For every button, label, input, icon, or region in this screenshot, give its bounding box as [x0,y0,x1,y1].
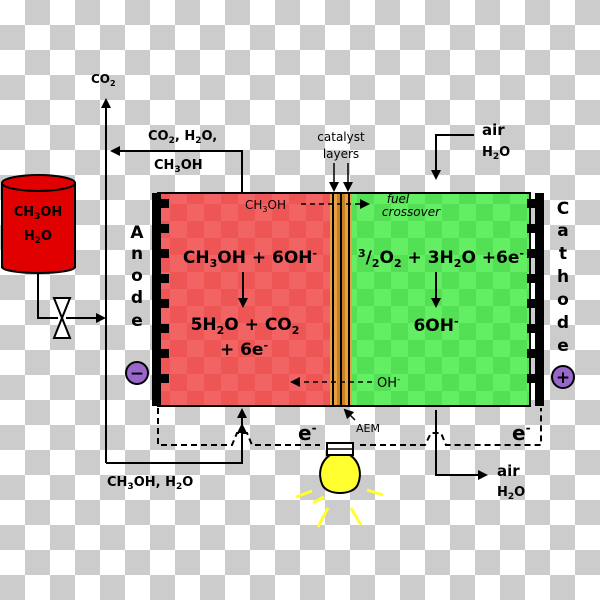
external-circuit-right [360,408,542,446]
air-in-label: air [482,121,505,139]
svg-text:o: o [557,290,569,310]
svg-text:C: C [557,199,569,219]
anode-electrode [152,193,169,406]
air-out-h2o-label: H2O [497,485,525,502]
external-circuit-left [157,408,320,446]
anode-rxn-2: 5H2O + CO2 [191,315,300,337]
electron-left-label: e- [298,421,317,445]
cathode-rxn-1: 3/2O2 + 3H2O +6e- [358,247,524,270]
cathode-rxn-2: 6OH- [413,315,458,336]
positive-terminal: + [551,365,575,389]
air-out-arrow [435,410,488,480]
fuel-label: fuel [387,192,410,206]
anode-word: A n o d e [130,223,144,331]
svg-text:d: d [131,288,143,308]
cathode-chamber [352,193,530,406]
air-in-arrow [431,134,474,180]
anode-inlet-label: CH3OH, H2O [107,475,193,492]
anode-exhaust-label-1: CO2, H2O, [148,129,217,146]
svg-text:+: + [556,368,570,388]
tank-label-2: H2O [24,229,52,246]
svg-text:A: A [130,223,144,243]
air-in-h2o-label: H2O [482,145,510,162]
anode-rxn-3: + 6e- [220,339,268,360]
cathode-electrode [527,193,544,406]
electron-right-label: e- [512,421,531,445]
crossover-ch3oh-label: CH3OH [245,198,286,214]
svg-text:e: e [557,336,569,356]
svg-text:n: n [131,244,143,264]
air-out-label: air [497,462,520,480]
svg-text:t: t [559,244,567,264]
co2-top-label: CO2 [91,72,116,88]
catalyst-label-1: catalyst [317,130,365,144]
anode-rxn-1: CH3OH + 6OH- [183,247,317,270]
methanol-tank [1,174,76,274]
anode-exhaust-label-2: CH3OH [154,158,203,175]
crossover-label: crossover [382,205,441,219]
anode-inlet-line [106,408,247,464]
svg-text:e: e [131,311,143,331]
tank-label-1: CH3OH [14,205,63,222]
light-bulb-icon [295,442,384,528]
svg-text:o: o [131,266,143,286]
svg-text:a: a [557,221,568,241]
oh-label: OH- [377,375,400,391]
valve-icon [52,297,72,339]
catalyst-label-2: layers [323,147,359,161]
svg-text:−: − [130,364,144,384]
svg-text:h: h [557,267,569,287]
negative-terminal: − [125,361,149,385]
svg-text:d: d [557,313,569,333]
anode-exhaust-line [110,146,243,193]
tank-pipe [37,272,58,319]
cathode-word: C a t h o d e [557,199,569,356]
aem-label: AEM [356,422,380,435]
